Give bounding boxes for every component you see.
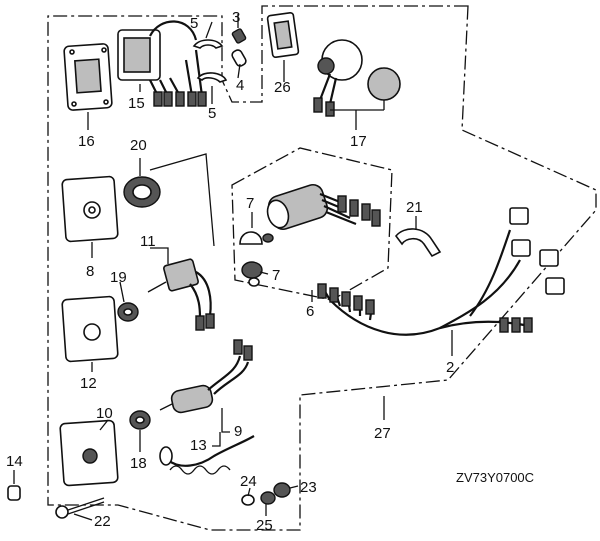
callout-3: 3 xyxy=(232,9,240,26)
callout-2: 2 xyxy=(446,359,454,376)
kit-27-outline xyxy=(47,5,597,531)
callout-24: 24 xyxy=(240,473,257,490)
callout-16: 16 xyxy=(78,133,95,150)
key-cover-7a xyxy=(239,231,274,245)
callout-12: 12 xyxy=(80,375,97,392)
callout-5a: 5 xyxy=(190,15,198,32)
callout-20: 20 xyxy=(130,137,147,154)
nut-18 xyxy=(129,410,151,430)
washer-20 xyxy=(123,176,161,208)
nut-25 xyxy=(260,491,276,505)
callout-22: 22 xyxy=(94,513,111,530)
screw-22 xyxy=(55,497,105,519)
plug-3 xyxy=(231,28,247,44)
callout-19: 19 xyxy=(110,269,127,286)
callout-15: 15 xyxy=(128,95,145,112)
panel-10 xyxy=(59,419,119,487)
key-7b xyxy=(241,261,263,287)
callout-8: 8 xyxy=(86,263,94,280)
switch-15 xyxy=(117,20,207,107)
panel-8 xyxy=(61,175,119,243)
callout-4: 4 xyxy=(236,77,244,94)
callout-11: 11 xyxy=(140,233,156,250)
gauge-17 xyxy=(313,39,401,117)
clip-14 xyxy=(7,485,21,501)
callout-17: 17 xyxy=(350,133,367,150)
callout-7a: 7 xyxy=(246,195,254,212)
callout-25: 25 xyxy=(256,517,273,534)
ignition-switch-6 xyxy=(266,183,381,231)
callout-23: 23 xyxy=(300,479,317,496)
callout-9: 9 xyxy=(234,423,242,440)
stop-switch-9 xyxy=(159,339,253,414)
callout-5b: 5 xyxy=(208,105,216,122)
clip-5-lower xyxy=(196,72,228,83)
diagram-code: ZV73Y0700C xyxy=(456,470,534,485)
leader-lines xyxy=(13,14,453,521)
callout-26: 26 xyxy=(274,79,291,96)
switch-11 xyxy=(147,258,215,331)
callout-13: 13 xyxy=(190,437,207,454)
washer-24 xyxy=(241,494,255,506)
clip-5-upper xyxy=(192,39,224,49)
callout-27: 27 xyxy=(374,425,391,442)
bolt-23 xyxy=(273,482,291,498)
panel-12 xyxy=(61,295,119,363)
gasket-26 xyxy=(266,11,300,59)
callout-21: 21 xyxy=(406,199,423,216)
clamp-21 xyxy=(394,228,442,258)
callout-7b: 7 xyxy=(272,267,280,284)
nut-19 xyxy=(117,302,139,322)
plug-4 xyxy=(231,49,247,67)
panel-16 xyxy=(63,43,113,111)
switch-group-6-outline xyxy=(231,147,393,301)
callout-10: 10 xyxy=(96,405,113,422)
main-harness-2 xyxy=(317,207,565,336)
callout-14: 14 xyxy=(6,453,23,470)
callout-18: 18 xyxy=(130,455,147,472)
callout-6: 6 xyxy=(306,303,314,320)
lanyard-13 xyxy=(159,435,255,475)
